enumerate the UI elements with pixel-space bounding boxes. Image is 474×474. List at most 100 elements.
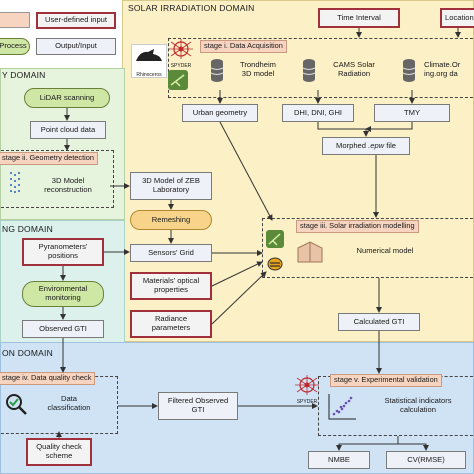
materials-line2: properties: [154, 285, 188, 294]
database-icon: [210, 59, 224, 82]
dhi-box: DHI, DNI, GHI: [282, 104, 354, 122]
cams-source: CAMS Solar Radiation: [300, 54, 390, 90]
legend-process-label: Process: [0, 41, 27, 51]
urban-geometry-box: Urban geometry: [182, 104, 258, 122]
stage-i-frame: [168, 38, 474, 98]
urban-geometry-label: Urban geometry: [192, 107, 248, 117]
rhino-icon: [136, 49, 162, 61]
sensors-grid-box: Sensors' Grid: [130, 244, 212, 262]
statistical-indicators-process: Statistical indicators calculation: [366, 396, 470, 414]
spider-icon: [169, 39, 193, 59]
honeybee-logo: [266, 254, 284, 272]
pyranometers-line2: positions: [48, 251, 78, 260]
pyranometers-line1: Pyranometers': [38, 242, 88, 252]
validation-domain-title: ON DOMAIN: [2, 348, 53, 358]
building-icon: [296, 238, 324, 264]
observed-gti-box: Observed GTI: [22, 320, 104, 338]
cvrmse-label: CV(RMSE): [407, 454, 445, 464]
stage-v-label: stage v. Experimental validation: [330, 374, 442, 387]
solar-domain-title: SOLAR IRRADIATION DOMAIN: [128, 3, 255, 13]
stage-ii-frame: [0, 150, 114, 208]
stage-iii-frame: [262, 218, 474, 278]
legend-user-sample: [0, 12, 30, 28]
grasshopper-icon: [170, 74, 185, 87]
lidar-process: LiDAR scanning: [24, 88, 110, 108]
cvrmse-box: CV(RMSE): [386, 451, 466, 469]
calculated-gti-label: Calculated GTI: [353, 316, 405, 326]
calculated-gti-box: Calculated GTI: [338, 313, 420, 331]
observed-gti-label: Observed GTI: [39, 323, 87, 333]
radiance-input: Radiance parameters: [130, 310, 212, 338]
morphed-epw-box: Morphed .epw file: [322, 137, 410, 155]
radiance-line2: parameters: [151, 323, 191, 332]
materials-input: Materials' optical properties: [130, 272, 212, 300]
time-interval-input: Time Interval: [318, 8, 400, 28]
reconstruction-process: 3D Model reconstruction: [28, 176, 108, 194]
climate-source: Climate.Or ing.org da: [400, 54, 474, 90]
filtered-line2: GTI: [191, 405, 205, 414]
stage-i-label: stage i. Data Acquisition: [200, 40, 287, 53]
magnifier-icon: [4, 392, 28, 416]
scatter-plot-icon: [326, 392, 358, 422]
spyder-logo-1: SPYDER: [168, 38, 194, 69]
classification-line2: classification: [47, 403, 91, 413]
quality-line2: scheme: [45, 451, 73, 460]
point-cloud-label: Point cloud data: [40, 124, 96, 134]
filtered-gti-box: Filtered Observed GTI: [158, 392, 238, 420]
environmental-line2: monitoring: [45, 293, 81, 302]
dhi-label: DHI, DNI, GHI: [293, 107, 343, 117]
reconstruction-line1: 3D Model: [51, 176, 85, 185]
spyder-logo-2-text: SPYDER: [296, 399, 318, 405]
grasshopper-logo-1: [168, 70, 188, 90]
climate-line1: Climate.Or: [424, 60, 461, 69]
cams-line1: CAMS Solar: [333, 60, 375, 69]
sensors-grid-label: Sensors' Grid: [148, 247, 194, 257]
trondheim-line2: 3D model: [241, 69, 275, 79]
spyder-logo-text: SPYDER: [170, 63, 192, 69]
stage-iii-label: stage iii. Solar irradiation modelling: [296, 220, 419, 233]
pointcloud-icon: [8, 170, 22, 194]
trondheim-model: Trondheim 3D model: [208, 54, 290, 90]
grasshopper-logo-2: [266, 230, 284, 248]
climate-line2: ing.org da: [424, 69, 458, 79]
lidar-label: LiDAR scanning: [39, 92, 95, 102]
statistical-line1: Statistical indicators: [384, 396, 452, 405]
stage-ii-label: stage ii. Geometry detection: [0, 152, 99, 165]
remeshing-label: Remeshing: [151, 214, 191, 224]
spyder-logo-2: SPYDER: [294, 374, 320, 405]
classification-line1: Data: [60, 394, 78, 403]
radiance-line1: Radiance: [154, 314, 188, 324]
reconstruction-line2: reconstruction: [44, 185, 92, 195]
environmental-monitoring-process: Environmental monitoring: [22, 281, 104, 307]
filtered-line1: Filtered Observed: [167, 396, 229, 406]
numerical-model-process: Numerical model: [356, 246, 414, 255]
grasshopper-icon: [268, 233, 281, 246]
legend-user-label: User-defined input: [44, 15, 108, 25]
quality-check-input: Quality check scheme: [26, 438, 92, 466]
nmbe-label: NMBE: [328, 454, 350, 464]
zeb-model-box: 3D Model of ZEB Laboratory: [130, 172, 212, 200]
monitoring-domain-title: NG DOMAIN: [2, 224, 53, 234]
location-input: Location: [440, 8, 474, 28]
remeshing-process: Remeshing: [130, 210, 212, 230]
legend-output-label: Output/Input: [55, 41, 97, 51]
trondheim-line1: Trondheim: [239, 60, 276, 69]
quality-line1: Quality check: [36, 442, 82, 452]
morphed-label: Morphed .epw file: [336, 140, 396, 150]
tmy-box: TMY: [374, 104, 450, 122]
environmental-line1: Environmental: [38, 284, 88, 294]
pyranometers-input: Pyranometers' positions: [22, 238, 104, 266]
rhino-logo: Rhinoceros: [131, 44, 167, 78]
database-icon: [302, 59, 316, 82]
legend-process: Process: [0, 38, 30, 55]
legend-output-input: Output/Input: [36, 38, 116, 55]
statistical-line2: calculation: [400, 405, 436, 415]
cams-line2: Radiation: [337, 69, 371, 79]
database-icon: [402, 59, 416, 82]
point-cloud-box: Point cloud data: [30, 121, 106, 139]
geometry-domain-title: Y DOMAIN: [2, 70, 46, 80]
spider-icon: [295, 375, 319, 395]
nmbe-box: NMBE: [308, 451, 370, 469]
honeybee-icon: [267, 257, 283, 271]
